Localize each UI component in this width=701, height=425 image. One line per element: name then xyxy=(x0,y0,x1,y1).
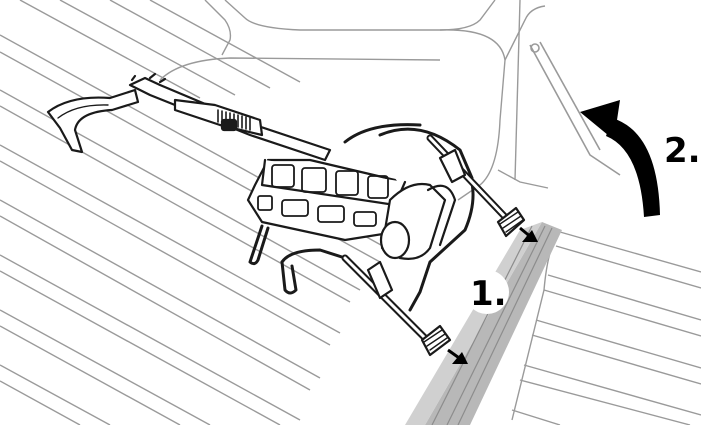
roller xyxy=(379,182,457,260)
hook xyxy=(46,88,140,154)
strap-lower xyxy=(341,254,452,357)
step-1-label: 1. xyxy=(470,274,507,314)
device xyxy=(46,72,526,357)
arrow-down-right-icon xyxy=(447,226,538,364)
floor-rail xyxy=(405,222,562,425)
basket xyxy=(246,158,412,242)
floor-ribs xyxy=(0,0,391,425)
strap-upper xyxy=(426,134,526,238)
curved-arrow-clockwise-icon xyxy=(580,100,660,217)
handle-arm xyxy=(128,72,332,162)
step-1-label-backdrop xyxy=(465,270,509,314)
step-2-label: 2. xyxy=(664,131,701,171)
seat-backrest xyxy=(159,0,549,201)
rotating-seat-back xyxy=(529,41,621,176)
